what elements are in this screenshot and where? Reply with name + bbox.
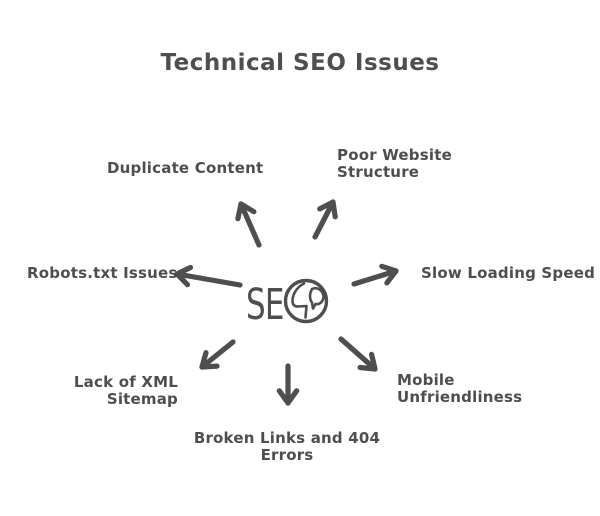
issue-label-lack-of-xml-sitemap: Lack of XML Sitemap (73, 373, 178, 408)
arrow-poor-website-structure (312, 199, 338, 240)
issue-label-broken-links-404: Broken Links and 404 Errors (193, 429, 381, 464)
issue-label-robots-txt-issues: Robots.txt Issues (27, 264, 178, 282)
arrow-broken-links-404 (276, 363, 300, 406)
arrow-mobile-unfriendliness (338, 336, 378, 372)
seo-logo-text: SE (246, 280, 285, 330)
arrow-lack-of-xml-sitemap (199, 339, 236, 370)
arrow-slow-loading-speed (351, 263, 399, 287)
arrow-robots-txt-issues (174, 264, 243, 288)
globe-icon (283, 278, 329, 324)
diagram-title: Technical SEO Issues (160, 50, 440, 76)
arrow-duplicate-content (235, 201, 262, 248)
issue-label-mobile-unfriendliness: Mobile Unfriendliness (397, 371, 523, 406)
issue-label-duplicate-content: Duplicate Content (107, 159, 264, 177)
issue-label-poor-website-structure: Poor Website Structure (337, 146, 452, 181)
issue-label-slow-loading-speed: Slow Loading Speed (421, 264, 596, 282)
